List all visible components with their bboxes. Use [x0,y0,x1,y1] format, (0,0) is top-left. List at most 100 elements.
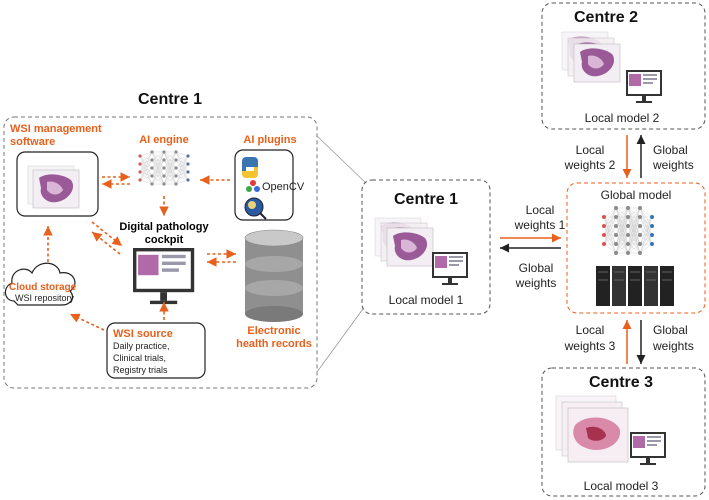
nn-edge [139,151,153,157]
lw2-label-2: weights 2 [564,158,616,172]
nn-node [150,174,154,178]
nn-node [614,224,618,228]
centre3-slides-icon [555,395,629,463]
nn-edge [175,155,189,177]
wsi-management-slides-icon [27,165,80,209]
nn-edge [163,167,177,185]
nn-node [150,166,154,170]
nn-edge [175,179,189,185]
nn-node [162,182,166,186]
nn-edge [627,243,641,254]
lw1-label-1: Local [526,203,555,217]
nn-edge [151,175,165,185]
database-icon [244,229,304,322]
nn-node [174,182,178,186]
wsi-management-label-2: software [10,136,55,148]
nn-node [638,206,642,210]
nn-node [614,242,618,246]
nn-edge [627,207,641,218]
nn-node [614,233,618,237]
nn-edge [139,159,153,181]
nn-node [150,158,154,162]
wsi-source-item-1: Daily practice, [113,341,170,351]
nn-edge [615,207,629,254]
nn-node [626,242,630,246]
ai-plugins-label: AI plugins [243,134,296,146]
nn-edge [151,151,165,169]
nn-edge [139,151,153,173]
nn-node [626,233,630,237]
centre2-model-label: Local model 2 [585,111,660,125]
cloud-storage-title: Cloud storage [9,282,77,293]
nn-node [186,170,190,174]
ehr-label-1: Electronic [247,325,300,337]
nn-node [638,233,642,237]
nn-node [174,150,178,154]
nn-edge [627,207,641,245]
nn-edge [163,151,177,169]
nn-node [650,242,654,246]
centre3-model-label: Local model 3 [584,479,659,493]
cockpit-label-1: Digital pathology [119,221,209,233]
nn-node [150,182,154,186]
nn-edge [603,243,617,254]
nn-edge [163,175,177,185]
zoom-line-top [316,135,369,186]
nn-node [614,215,618,219]
nn-edge [639,216,653,236]
nn-edge [615,216,629,254]
centre1-model-label: Local model 1 [389,293,464,307]
nn-node [138,170,142,174]
nn-edge [639,216,653,227]
cloud-storage-icon [4,262,76,306]
nn-node [650,233,654,237]
python-icon [242,157,258,178]
nn-edge [627,207,641,227]
nn-node [650,224,654,228]
global-neural-network-icon [602,206,654,255]
nn-node [174,158,178,162]
lw3-label-2: weights 3 [564,339,616,353]
centre1-slides-icon [374,217,434,267]
global-model-title: Global model [601,188,672,202]
nn-edge [151,151,165,185]
server-rack-icon [596,266,674,306]
nn-edge [603,207,617,227]
cloud-storage-sub: WSI repository [15,293,75,303]
wsi-source-item-3: Registry trials [113,365,168,375]
nn-edge [615,207,629,227]
opencv-label: OpenCV [262,181,305,193]
centre3-title: Centre 3 [589,374,653,391]
nn-edge [627,234,641,254]
nn-edge [175,155,189,161]
nn-node [186,162,190,166]
nn-node [138,162,142,166]
nn-edge [139,179,153,185]
ai-engine-label: AI engine [139,134,189,146]
nn-node [602,224,606,228]
nn-node [626,251,630,255]
nn-edge [163,151,177,177]
nn-node [162,150,166,154]
nn-edge [615,243,629,254]
nn-edge [139,175,153,181]
left-panel-box [3,116,318,389]
nn-edge [627,207,641,254]
nn-edge [139,151,153,181]
nn-node [602,242,606,246]
nn-node [650,215,654,219]
nn-edge [175,171,189,185]
nn-node [174,166,178,170]
nn-edge [639,216,653,245]
nn-node [186,154,190,158]
nn-edge [615,234,629,254]
nn-edge [603,234,617,245]
nn-edge [163,151,177,185]
nn-node [602,233,606,237]
gw2-label-1: Global [653,143,688,157]
nn-edge [603,207,617,236]
nn-edge [603,216,617,245]
nn-node [138,178,142,182]
nn-edge [139,151,153,165]
